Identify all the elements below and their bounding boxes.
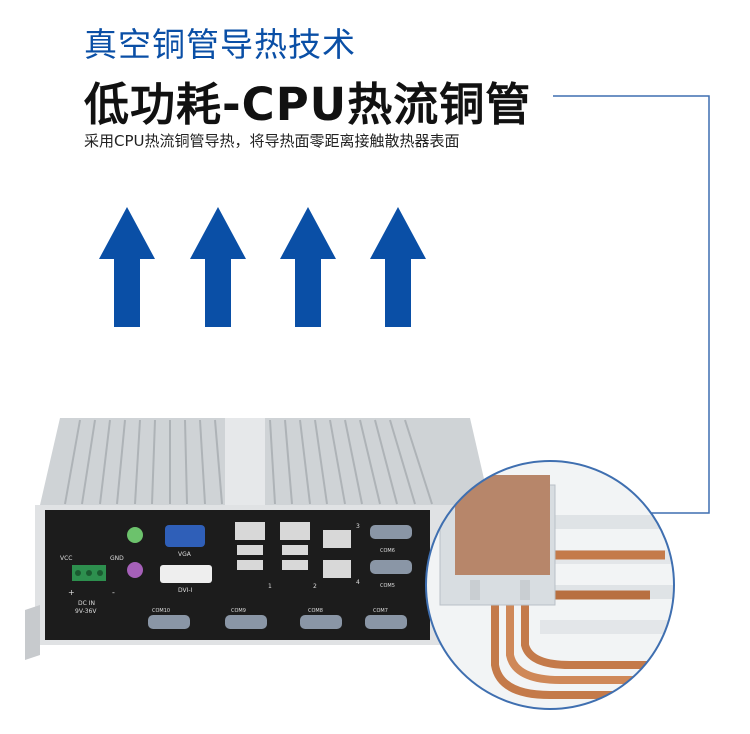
svg-text:DVI-I: DVI-I (178, 587, 193, 594)
svg-text:3: 3 (356, 523, 360, 530)
svg-text:COM5: COM5 (380, 583, 395, 589)
svg-text:VCC: VCC (60, 555, 72, 562)
svg-text:COM9: COM9 (231, 608, 246, 614)
heat-arrow-icon (190, 207, 246, 327)
svg-text:2: 2 (313, 583, 317, 590)
svg-text:VGA: VGA (178, 551, 192, 558)
svg-text:1: 1 (268, 583, 272, 590)
svg-text:4: 4 (356, 579, 360, 586)
svg-text:+: + (68, 588, 75, 597)
fanless-pc-image: VCC GND + - DC IN 9V-36V VGA DVI-I 1 2 3… (25, 418, 490, 660)
subline-text: 采用CPU热流铜管导热，将导热面零距离接触散热器表面 (84, 132, 460, 150)
svg-text:GND: GND (110, 555, 124, 562)
eyebrow-title: 真空铜管导热技术 (84, 25, 356, 64)
heat-arrow-icon (99, 207, 155, 327)
svg-text:COM10: COM10 (152, 608, 170, 614)
svg-text:COM7: COM7 (373, 608, 388, 614)
heatpipe-zoom-image (425, 460, 675, 710)
svg-text:COM8: COM8 (308, 608, 323, 614)
svg-text:-: - (112, 588, 115, 597)
svg-text:DC IN: DC IN (78, 600, 95, 607)
headline-title: 低功耗-CPU热流铜管 (84, 78, 532, 131)
svg-text:COM6: COM6 (380, 548, 395, 554)
heat-arrow-icon (280, 207, 336, 327)
heat-arrow-icon (370, 207, 426, 327)
svg-text:9V-36V: 9V-36V (75, 608, 97, 615)
